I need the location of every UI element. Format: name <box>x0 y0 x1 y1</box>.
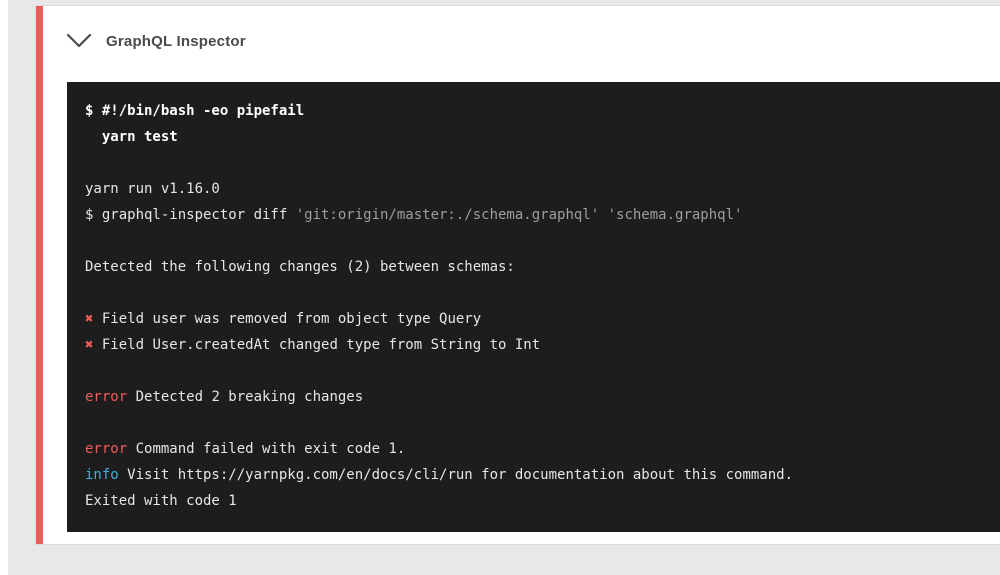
terminal-text: Field User.createdAt changed type from S… <box>93 337 541 353</box>
terminal-text: Exited with code 1 <box>85 493 237 509</box>
terminal-text: error <box>85 441 128 457</box>
terminal-text: Detected the following changes (2) betwe… <box>85 259 515 275</box>
terminal-text: $ graphql-inspector diff <box>85 207 296 223</box>
terminal-text: error <box>85 389 128 405</box>
terminal-text: Field user was removed from object type … <box>93 311 482 327</box>
terminal-text: $ #!/bin/bash -eo pipefail <box>85 103 305 119</box>
terminal-line <box>85 280 982 306</box>
error-cross-icon: ✖ <box>85 337 94 353</box>
terminal-text: Visit https://yarnpkg.com/en/docs/cli/ru… <box>118 467 794 483</box>
chevron-down-icon[interactable] <box>65 31 93 51</box>
terminal-line: $ graphql-inspector diff 'git:origin/mas… <box>85 202 982 228</box>
terminal-line: yarn run v1.16.0 <box>85 176 982 202</box>
step-header[interactable]: GraphQL Inspector <box>43 6 1000 54</box>
terminal-output: $ #!/bin/bash -eo pipefail yarn test yarn… <box>67 82 1000 532</box>
terminal-line <box>85 228 982 254</box>
terminal-line <box>85 358 982 384</box>
build-step-card: GraphQL Inspector $ #!/bin/bash -eo pipe… <box>35 5 1000 545</box>
terminal-line: error Command failed with exit code 1. <box>85 436 982 462</box>
terminal-text: info <box>85 467 119 483</box>
error-cross-icon: ✖ <box>85 311 94 327</box>
terminal-line: $ #!/bin/bash -eo pipefail <box>85 98 982 124</box>
left-gutter <box>0 0 8 575</box>
terminal-line: info Visit https://yarnpkg.com/en/docs/c… <box>85 462 982 488</box>
terminal-text: Detected 2 breaking changes <box>127 389 364 405</box>
step-title: GraphQL Inspector <box>106 32 246 50</box>
terminal-text: yarn run v1.16.0 <box>85 181 220 197</box>
terminal-line: ✖ Field User.createdAt changed type from… <box>85 332 982 358</box>
terminal-line <box>85 150 982 176</box>
terminal-text: yarn test <box>85 129 178 145</box>
terminal-text: 'schema.graphql' <box>607 207 743 223</box>
terminal-line: ✖ Field user was removed from object typ… <box>85 306 982 332</box>
terminal-line: error Detected 2 breaking changes <box>85 384 982 410</box>
terminal-text: Command failed with exit code 1. <box>127 441 406 457</box>
terminal-line <box>85 410 982 436</box>
terminal-line: Exited with code 1 <box>85 488 982 514</box>
card-accent-stripe <box>36 6 43 544</box>
terminal-text <box>599 207 607 223</box>
terminal-line: Detected the following changes (2) betwe… <box>85 254 982 280</box>
terminal-text: 'git:origin/master:./schema.graphql' <box>295 207 600 223</box>
terminal-line: yarn test <box>85 124 982 150</box>
card-body: GraphQL Inspector $ #!/bin/bash -eo pipe… <box>43 6 1000 544</box>
